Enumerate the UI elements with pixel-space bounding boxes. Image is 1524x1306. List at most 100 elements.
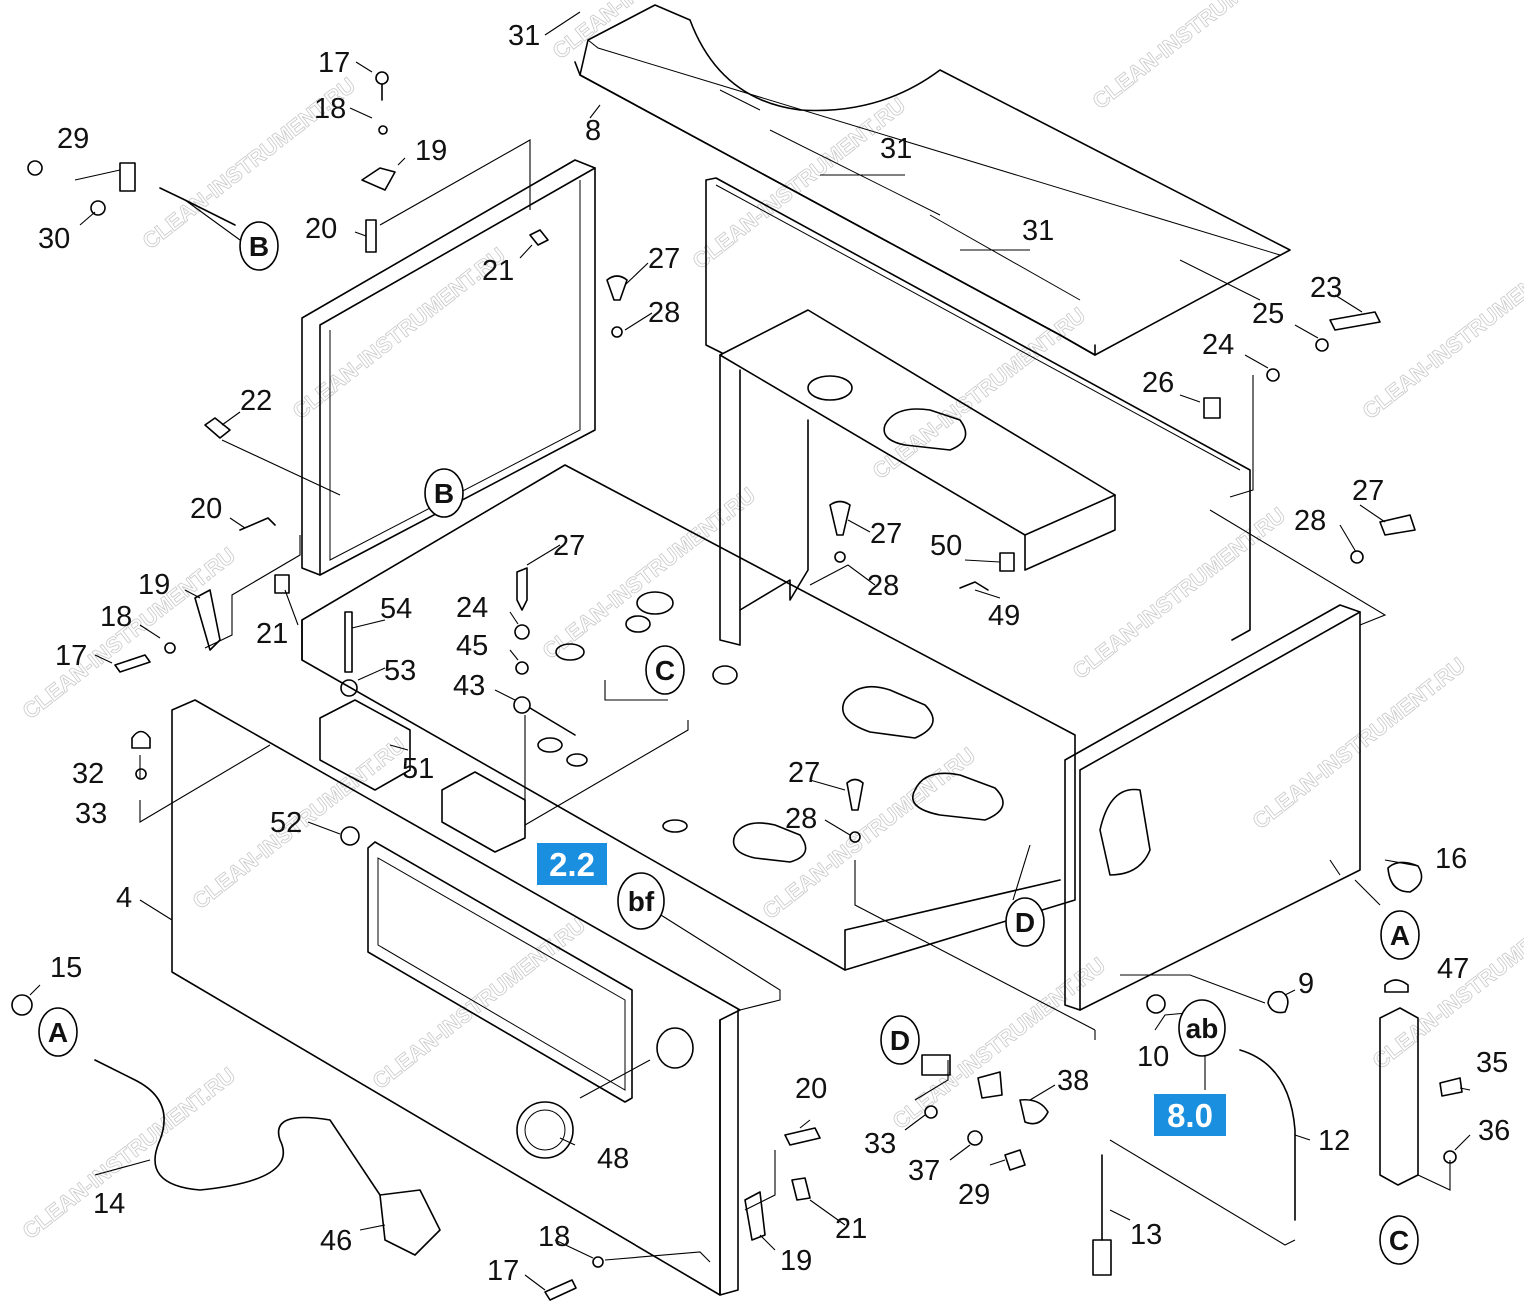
marker-label: C <box>655 655 675 686</box>
part-number: 27 <box>553 530 585 562</box>
part-number: 8 <box>585 115 601 147</box>
connection-marker-d: D <box>1005 897 1045 947</box>
watermark-text: CLEAN-INSTRUMENT.RU <box>1088 0 1310 114</box>
part-number: 21 <box>482 255 514 287</box>
part-number: 16 <box>1435 843 1467 875</box>
part-number: 36 <box>1478 1115 1510 1147</box>
marker-label: B <box>249 231 269 262</box>
part-number: 27 <box>1352 475 1384 507</box>
marker-label: bf <box>628 886 655 917</box>
connection-marker-a: A <box>1380 910 1420 960</box>
marker-label: D <box>1015 907 1035 938</box>
base-floor-plate <box>301 464 1076 971</box>
part-number: 19 <box>138 569 170 601</box>
marker-label: B <box>434 478 454 509</box>
front-panel <box>171 699 741 1296</box>
channel-brackets <box>319 699 526 853</box>
reference-boxes: 2.2 8.0 <box>537 843 1226 1136</box>
watermark-text: CLEAN-INSTRUMENT.RU <box>548 0 770 64</box>
part-number: 50 <box>930 530 962 562</box>
inner-compartment <box>719 309 1116 646</box>
part-number: 17 <box>487 1255 519 1287</box>
part-number: 17 <box>55 640 87 672</box>
part-number: 24 <box>456 592 488 624</box>
part-number: 37 <box>908 1155 940 1187</box>
part-number: 18 <box>100 601 132 633</box>
part-number: 49 <box>988 600 1020 632</box>
marker-label: A <box>1390 920 1410 951</box>
part-number-callouts: 31 8 31 31 17 18 19 20 21 29 30 27 28 23… <box>38 20 1510 1287</box>
connection-marker-b: B <box>239 221 279 271</box>
part-number: 30 <box>38 223 70 255</box>
reference-box-2-2[interactable]: 2.2 <box>537 843 607 885</box>
watermark-text: CLEAN-INSTRUMENT.RU <box>288 242 510 423</box>
reference-box-label: 8.0 <box>1167 1097 1213 1134</box>
hardware-parts <box>11 71 1463 1301</box>
part-number: 26 <box>1142 367 1174 399</box>
watermark-text: CLEAN-INSTRUMENT.RU <box>1068 502 1290 683</box>
part-number: 33 <box>75 798 107 830</box>
part-number: 13 <box>1130 1219 1162 1251</box>
part-number: 31 <box>880 133 912 165</box>
watermark-text: CLEAN-INSTRUMENT.RU <box>1358 242 1524 423</box>
part-number: 27 <box>870 518 902 550</box>
part-number: 12 <box>1318 1125 1350 1157</box>
part-number: 23 <box>1310 272 1342 304</box>
connection-marker-c: C <box>645 645 685 695</box>
part-number: 19 <box>415 135 447 167</box>
connection-marker-bf: bf <box>617 872 665 930</box>
part-number: 46 <box>320 1225 352 1257</box>
connection-marker-b: B <box>424 468 464 518</box>
part-number: 15 <box>50 952 82 984</box>
part-number: 20 <box>190 493 222 525</box>
part-number: 48 <box>597 1143 629 1175</box>
part-number: 32 <box>72 758 104 790</box>
rear-panel <box>705 177 1251 641</box>
part-number: 18 <box>538 1221 570 1253</box>
connection-markers: B B C bf D A ab A <box>38 221 1420 1265</box>
watermark-text: CLEAN-INSTRUMENT.RU <box>18 1062 240 1243</box>
part-number: 19 <box>780 1245 812 1277</box>
part-number: 52 <box>270 807 302 839</box>
watermark-text: CLEAN-INSTRUMENT.RU <box>1248 652 1470 833</box>
part-number: 17 <box>318 47 350 79</box>
watermark-text: CLEAN-INSTRUMENT.RU <box>368 912 590 1093</box>
part-number: 28 <box>1294 505 1326 537</box>
part-number: 29 <box>958 1179 990 1211</box>
top-lid-panel <box>574 4 1291 356</box>
part-number: 53 <box>384 655 416 687</box>
marker-label: A <box>48 1017 68 1048</box>
part-number: 22 <box>240 385 272 417</box>
part-number: 28 <box>785 803 817 835</box>
connection-marker-ab: ab <box>1178 999 1226 1057</box>
part-number: 27 <box>788 757 820 789</box>
part-number: 33 <box>864 1128 896 1160</box>
part-number: 27 <box>648 243 680 275</box>
connection-marker-d: D <box>880 1015 920 1065</box>
part-number: 18 <box>314 93 346 125</box>
part-number: 45 <box>456 630 488 662</box>
marker-label: C <box>1389 1225 1409 1256</box>
part-number: 35 <box>1476 1047 1508 1079</box>
part-number: 54 <box>380 593 412 625</box>
part-number: 9 <box>1298 968 1314 1000</box>
part-number: 14 <box>93 1188 125 1220</box>
part-number: 43 <box>453 670 485 702</box>
part-number: 25 <box>1252 298 1284 330</box>
reference-box-label: 2.2 <box>549 846 595 883</box>
part-number: 21 <box>835 1213 867 1245</box>
part-number: 24 <box>1202 329 1234 361</box>
part-number: 29 <box>57 123 89 155</box>
part-number: 28 <box>867 570 899 602</box>
leader-lines <box>29 11 1471 1291</box>
part-number: 4 <box>116 882 132 914</box>
reference-box-8-0[interactable]: 8.0 <box>1154 1094 1226 1136</box>
part-number: 20 <box>795 1073 827 1105</box>
part-number: 51 <box>402 753 434 785</box>
watermarks: CLEAN-INSTRUMENT.RU CLEAN-INSTRUMENT.RU … <box>17 0 1524 1244</box>
watermark-text: CLEAN-INSTRUMENT.RU <box>868 302 1090 483</box>
part-number: 20 <box>305 213 337 245</box>
marker-label: ab <box>1186 1013 1219 1044</box>
